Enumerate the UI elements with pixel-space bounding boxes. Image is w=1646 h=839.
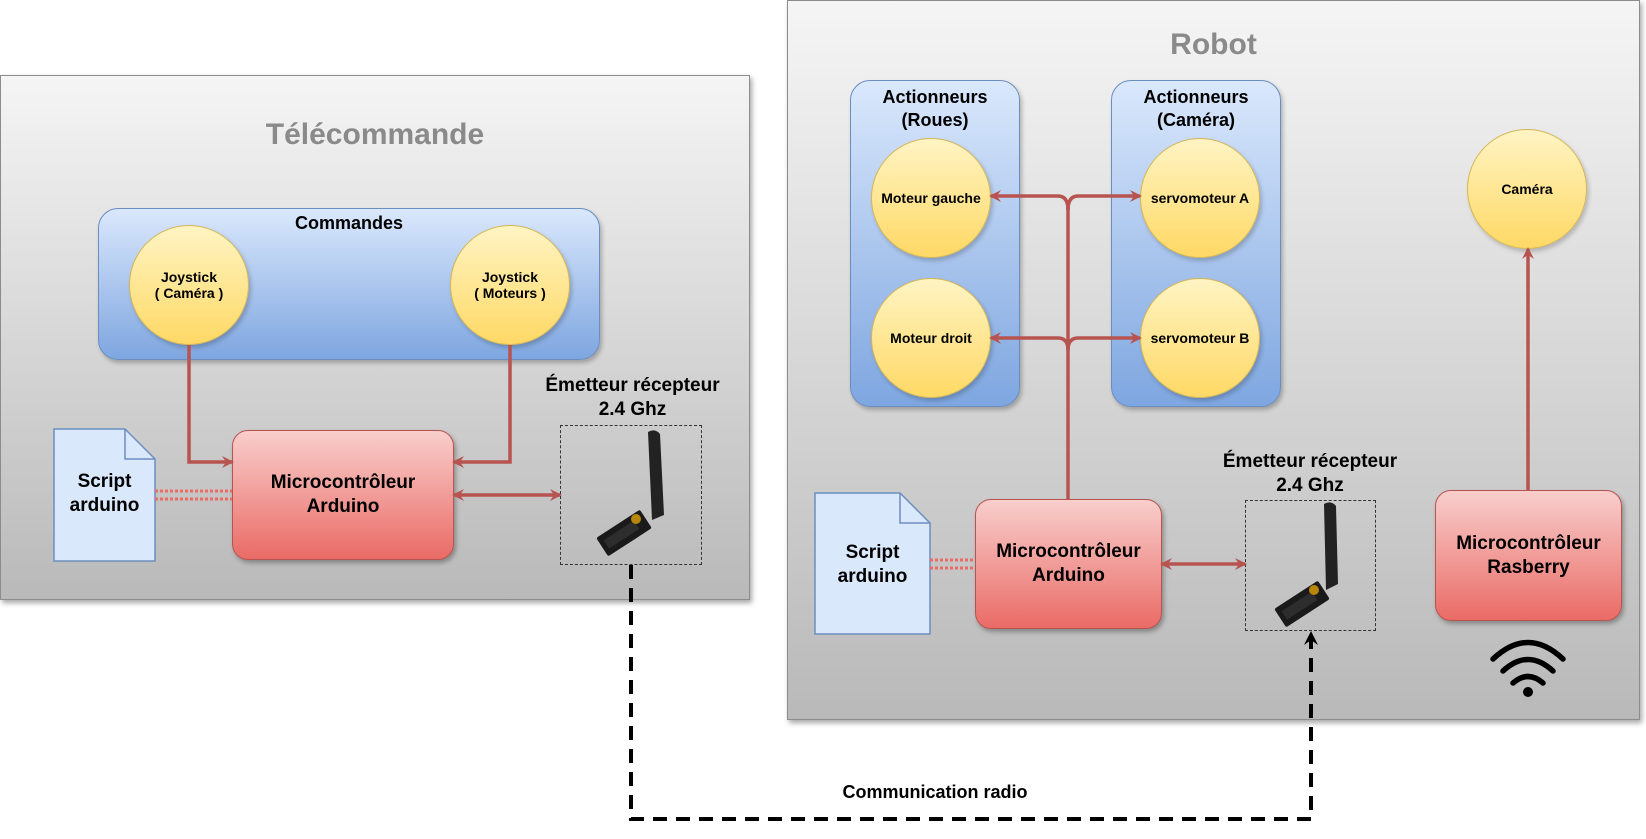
remote-radio-box[interactable]: [560, 425, 702, 565]
remote-script-label: Script arduino: [69, 471, 140, 516]
remote-title: Télécommande: [265, 118, 485, 151]
robot-mcu[interactable]: Microcontrôleur Arduino: [975, 499, 1162, 629]
joystick-camera[interactable]: Joystick ( Caméra ): [129, 225, 249, 345]
camera[interactable]: Caméra: [1467, 129, 1587, 249]
robot-title: Robot: [1170, 28, 1257, 61]
remote-mcu[interactable]: Microcontrôleur Arduino: [232, 430, 454, 560]
joystick-camera-label: Joystick ( Caméra ): [154, 269, 224, 301]
robot-script-label: Script arduino: [837, 542, 908, 587]
wheels-group-label: Actionneurs (Roues): [882, 87, 988, 130]
joystick-motors[interactable]: Joystick ( Moteurs ): [450, 225, 570, 345]
remote-radio-label: Émetteur récepteur 2.4 Ghz: [545, 375, 720, 420]
robot-radio-box[interactable]: [1245, 500, 1376, 631]
right-motor[interactable]: Moteur droit: [871, 278, 991, 398]
commands-label: Commandes: [294, 213, 404, 233]
raspberry-mcu[interactable]: Microcontrôleur Rasberry: [1435, 490, 1622, 621]
radio-link-label: Communication radio: [842, 782, 1028, 802]
servo-a[interactable]: servomoteur A: [1140, 138, 1260, 258]
joystick-motors-label: Joystick ( Moteurs ): [474, 269, 546, 301]
robot-radio-label: Émetteur récepteur 2.4 Ghz: [1222, 451, 1398, 496]
camera-group-label: Actionneurs (Caméra): [1143, 87, 1249, 130]
servo-b[interactable]: servomoteur B: [1140, 278, 1260, 398]
left-motor[interactable]: Moteur gauche: [871, 138, 991, 258]
